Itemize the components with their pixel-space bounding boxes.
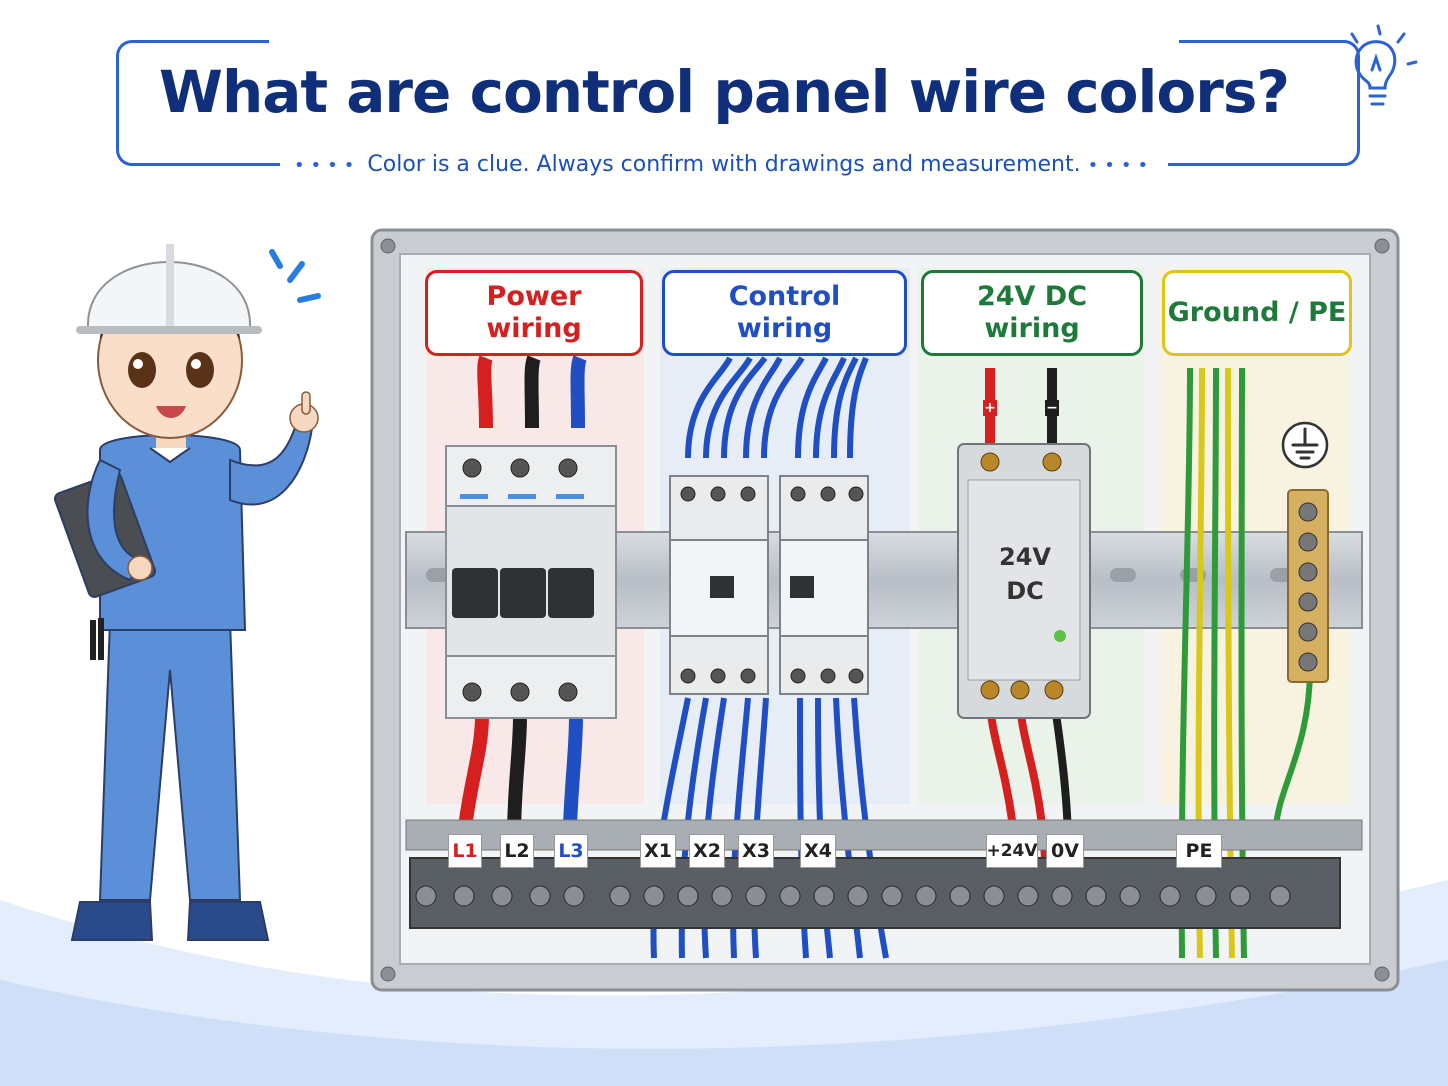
terminal-pe: PE <box>1176 834 1222 868</box>
terminal-x2: X2 <box>689 834 725 868</box>
worker-illustration <box>53 244 321 941</box>
page-subtitle: Color is a clue. Always confirm with dra… <box>367 152 1081 177</box>
power-supply-label: 24V DC <box>999 543 1051 605</box>
dots-left: •••• <box>293 155 361 176</box>
terminal-x4: X4 <box>800 834 836 868</box>
subtitle-row: •••• Color is a clue. Always confirm wit… <box>0 152 1448 184</box>
psu-minus-mark: − <box>1045 400 1059 416</box>
section-label-ground-pe: Ground / PE <box>1162 270 1352 356</box>
psu-plus-mark: + <box>983 400 997 416</box>
terminal-x1: X1 <box>640 834 676 868</box>
terminal-l2: L2 <box>500 834 534 868</box>
terminal-x3: X3 <box>738 834 774 868</box>
status-led <box>1054 630 1066 642</box>
page-title: What are control panel wire colors? <box>158 58 1290 126</box>
terminal-l1: L1 <box>448 834 482 868</box>
dots-right: •••• <box>1087 155 1155 176</box>
terminal-plus-24v: +24V <box>986 834 1038 868</box>
terminal-0v: 0V <box>1046 834 1084 868</box>
terminal-l3: L3 <box>554 834 588 868</box>
control-panel <box>370 228 1400 992</box>
ground-symbol-icon <box>1281 421 1329 469</box>
lightbulb-icon <box>1350 24 1418 106</box>
